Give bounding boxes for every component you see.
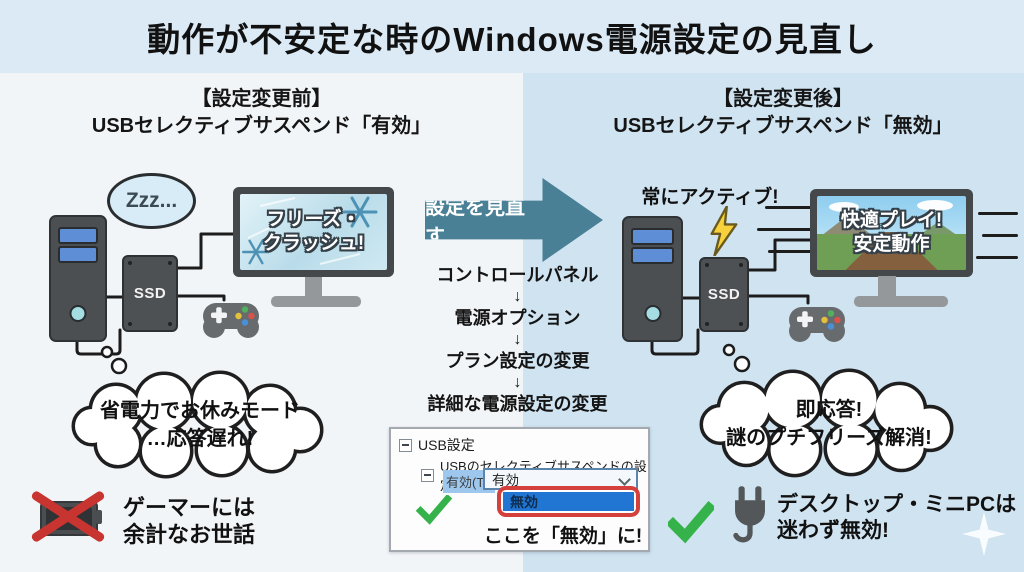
- frozen-screen: フリーズ・ クラッシュ!: [240, 194, 387, 270]
- after-caption: デスクトップ・ミニPCは 迷わず無効!: [777, 492, 1016, 544]
- tree-node-usb-label: USB設定: [418, 437, 475, 453]
- ssd-label: SSD: [707, 286, 741, 303]
- before-heading-line1: 【設定変更前】: [191, 88, 332, 110]
- step-2: 電源オプション: [454, 308, 581, 328]
- game-controller-before: [203, 303, 259, 338]
- power-button-dot: [644, 305, 661, 322]
- monitor-before: フリーズ・ クラッシュ!: [233, 187, 394, 277]
- down-arrow: ↓: [513, 374, 522, 391]
- after-caption-line1: デスクトップ・ミニPCは: [777, 493, 1017, 516]
- before-caption: ゲーマーには 余計なお世話: [123, 494, 255, 548]
- screw-dot: [168, 261, 172, 265]
- before-caption-line1: ゲーマーには: [123, 495, 256, 520]
- game-cloud: [829, 202, 859, 212]
- screw-dot: [128, 322, 132, 326]
- chevron-down-icon: [618, 473, 631, 486]
- drive-bay: [631, 228, 674, 245]
- speed-line: [976, 256, 1018, 259]
- tree-node-usb: USB設定: [399, 435, 475, 455]
- freeze-message-line2: クラッシュ!: [262, 233, 365, 254]
- screw-dot: [128, 261, 132, 265]
- speed-line: [757, 228, 813, 231]
- plug-icon: [733, 486, 765, 543]
- check-icon: [415, 495, 453, 525]
- speed-line: [768, 250, 812, 253]
- collapse-icon[interactable]: [399, 438, 412, 452]
- drive-bay: [631, 247, 674, 264]
- step-4: 詳細な電源設定の変更: [427, 394, 608, 414]
- after-cloud-text: 即応答! 謎のプチフリーズ解消!: [700, 368, 958, 478]
- before-cloud-line2: …応答遅れ!: [146, 428, 254, 450]
- page-title: 動作が不安定な時のWindows電源設定の見直し: [147, 20, 877, 58]
- usb-setting-dropdown-value: 有効: [492, 473, 519, 488]
- speed-line: [765, 206, 815, 209]
- step-3: プラン設定の変更: [445, 351, 590, 371]
- title-band: 動作が不安定な時のWindows電源設定の見直し: [0, 0, 1024, 73]
- dialog-caption: ここを「無効」に!: [483, 526, 643, 547]
- setting-field-label: 有効(T):: [443, 470, 496, 493]
- cloud-shape: [699, 368, 954, 478]
- screw-dot: [739, 322, 743, 326]
- down-arrow: ↓: [513, 331, 522, 348]
- grass-field: [817, 232, 966, 270]
- check-icon: [668, 500, 714, 544]
- ice-crack-icon: [241, 196, 378, 265]
- after-cloud-line1: 即応答!: [795, 399, 863, 421]
- monitor-stand-neck: [305, 277, 322, 298]
- screw-dot: [705, 322, 709, 326]
- before-thought-cloud: 省電力でお休みモード …応答遅れ!: [71, 370, 328, 479]
- pc-tower-before: [49, 215, 107, 342]
- after-caption-line2: 迷わず無効!: [777, 519, 889, 542]
- after-thought-cloud: 即応答! 謎のプチフリーズ解消!: [699, 368, 958, 478]
- after-cloud-line2: 謎のプチフリーズ解消!: [726, 427, 932, 449]
- screw-dot: [739, 263, 743, 267]
- drive-bay: [58, 246, 98, 263]
- smooth-play-line1: 快適プレイ!: [840, 210, 943, 231]
- before-cloud-text: 省電力でお休みモード …応答遅れ!: [72, 370, 328, 478]
- monitor-stand-base: [271, 296, 361, 307]
- before-heading-line2: USBセレクティブサスペンド「有効」: [91, 115, 432, 137]
- game-cloud: [917, 200, 953, 211]
- power-button-dot: [69, 305, 87, 322]
- usb-setting-option-disabled[interactable]: 無効: [503, 492, 634, 511]
- step-1: コントロールパネル: [436, 265, 599, 285]
- battery-terminal: [96, 510, 102, 524]
- settings-steps: コントロールパネル ↓ 電源オプション ↓ プラン設定の変更 ↓ 詳細な電源設定…: [395, 264, 640, 416]
- lightning-icon: [710, 206, 738, 256]
- freeze-message: フリーズ・ クラッシュ!: [240, 194, 387, 270]
- game-controller-after: [789, 307, 845, 342]
- screw-dot: [705, 263, 709, 267]
- speed-line: [982, 234, 1018, 237]
- after-heading-line1: 【設定変更後】: [713, 88, 853, 110]
- smooth-play-line2: 安定動作: [853, 234, 930, 255]
- always-active-label: 常にアクティブ!: [641, 187, 779, 208]
- before-heading: 【設定変更前】 USBセレクティブサスペンド「有効」: [20, 86, 503, 140]
- ssd-after: SSD: [699, 257, 749, 332]
- before-cloud-line1: 省電力でお休みモード: [100, 400, 300, 422]
- sleep-thought-bubble: Zzz...: [107, 173, 196, 229]
- pc-tower-after: [622, 216, 683, 342]
- battery-crossed: [30, 489, 106, 544]
- ssd-before: SSD: [122, 255, 178, 332]
- speed-line: [978, 212, 1018, 215]
- screw-dot: [168, 322, 172, 326]
- game-screen: 快適プレイ! 安定動作: [817, 196, 966, 270]
- zzz-text: Zzz...: [125, 189, 178, 212]
- after-heading: 【設定変更後】 USBセレクティブサスペンド「無効」: [553, 86, 1013, 140]
- power-settings-dialog: USB設定 USBのセレクティブサスペンドの設定 有効(T): 有効 無効 ここ…: [389, 427, 650, 552]
- drive-bay: [58, 227, 98, 244]
- option-label: 無効: [510, 493, 538, 510]
- cloud-shape: [71, 370, 324, 479]
- collapse-icon[interactable]: [421, 468, 434, 482]
- ssd-label: SSD: [133, 285, 167, 302]
- freeze-message-line1: フリーズ・: [266, 209, 361, 230]
- down-arrow: ↓: [513, 288, 522, 305]
- after-heading-line2: USBセレクティブサスペンド「無効」: [613, 115, 953, 137]
- monitor-stand-base: [854, 296, 948, 307]
- usb-setting-option-highlight: 無効: [497, 486, 640, 517]
- smooth-play-message: 快適プレイ! 安定動作: [817, 196, 966, 270]
- monitor-stand-neck: [878, 276, 896, 297]
- monitor-after: 快適プレイ! 安定動作: [810, 189, 973, 277]
- before-caption-line2: 余計なお世話: [123, 522, 256, 547]
